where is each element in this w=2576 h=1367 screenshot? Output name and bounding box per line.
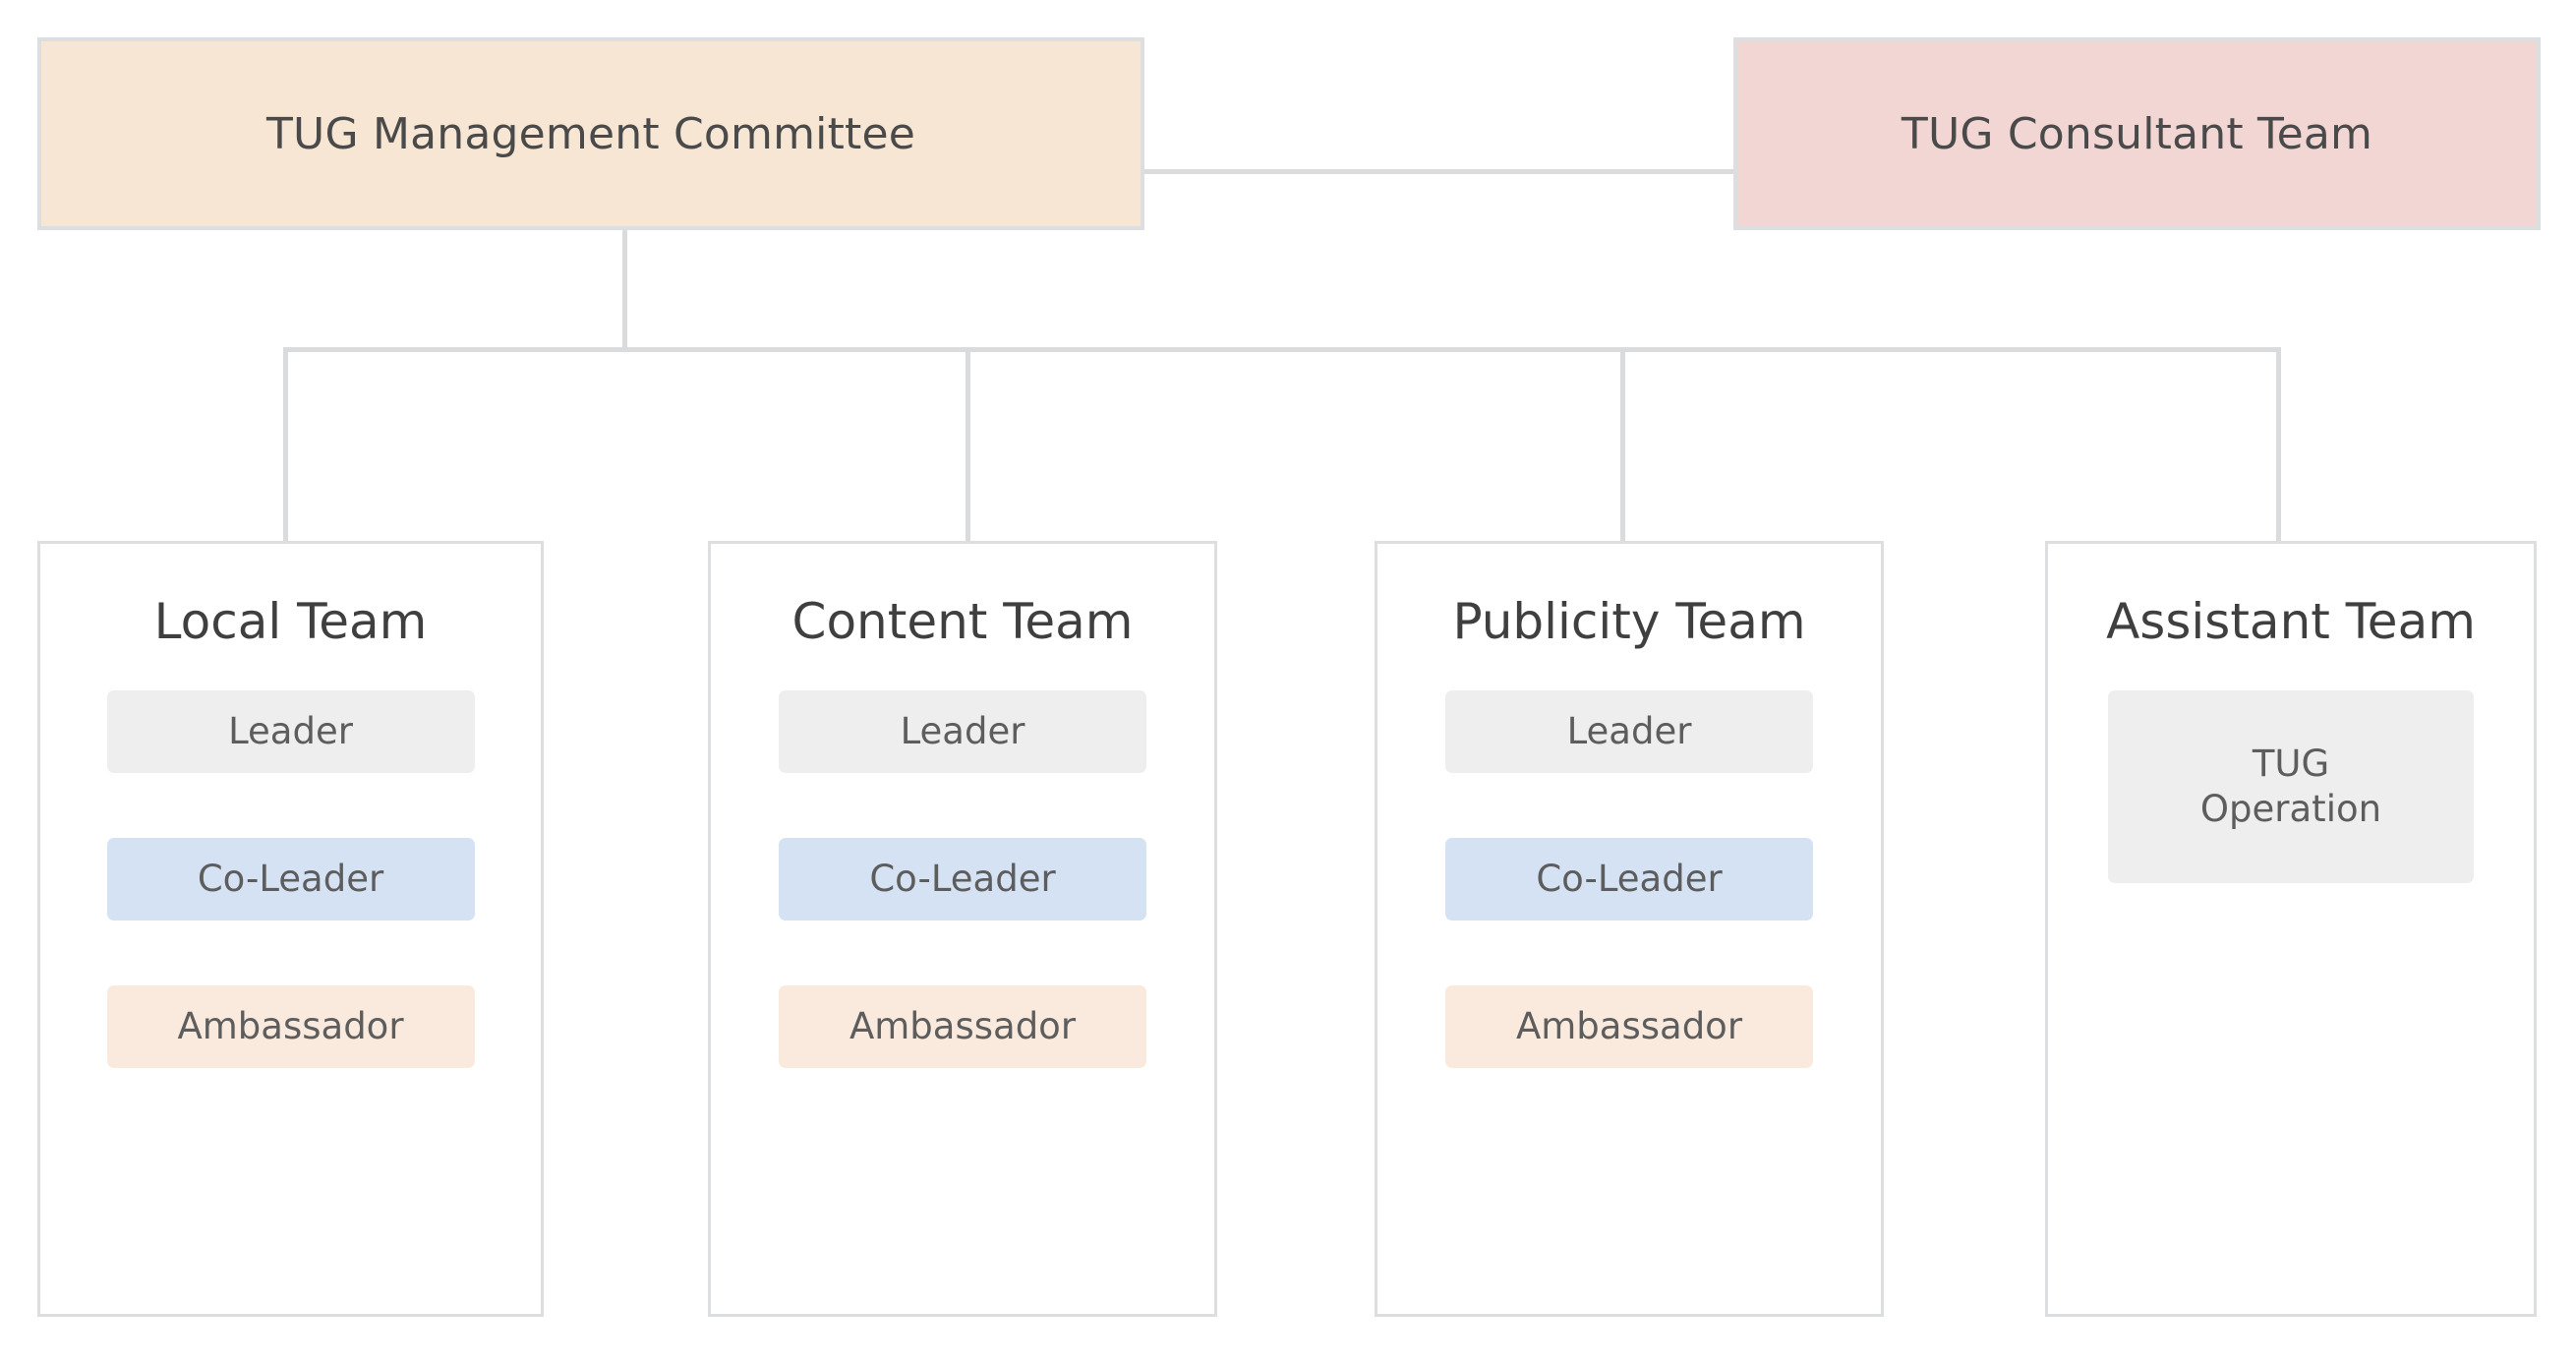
role-chip-leader[interactable]: Leader [1445,690,1813,773]
team-title-local: Local Team [153,593,428,650]
team-card-publicity[interactable]: Publicity Team Leader Co-Leader Ambassad… [1375,541,1884,1317]
connector-drop-local [283,347,288,543]
connector-management-to-consultant [1144,169,1734,174]
role-list-publicity: Leader Co-Leader Ambassador [1377,690,1881,1133]
role-chip-ambassador[interactable]: Ambassador [779,985,1146,1068]
node-label-consultant-team: TUG Consultant Team [1901,108,2373,159]
role-chip-leader[interactable]: Leader [106,690,475,773]
role-chip-ambassador[interactable]: Ambassador [106,985,475,1068]
node-label-management-committee: TUG Management Committee [265,108,916,159]
role-list-content: Leader Co-Leader Ambassador [711,690,1214,1133]
role-chip-ambassador[interactable]: Ambassador [1445,985,1813,1068]
team-card-local[interactable]: Local Team Leader Co-Leader Ambassador [37,541,544,1317]
role-chip-leader[interactable]: Leader [779,690,1146,773]
connector-drop-assistant [2276,347,2281,543]
role-chip-co-leader[interactable]: Co-Leader [1445,838,1813,921]
team-title-content: Content Team [791,593,1134,650]
team-card-content[interactable]: Content Team Leader Co-Leader Ambassador [708,541,1217,1317]
team-card-assistant[interactable]: Assistant Team TUG Operation [2045,541,2537,1317]
connector-drop-content [966,347,970,543]
role-list-local: Leader Co-Leader Ambassador [40,690,541,1133]
connector-bus [283,347,2281,352]
connector-drop-publicity [1620,347,1625,543]
connector-management-stem [622,230,627,351]
node-tug-consultant-team[interactable]: TUG Consultant Team [1733,37,2541,230]
team-title-assistant: Assistant Team [2106,593,2476,650]
role-chip-tug-operation[interactable]: TUG Operation [2108,690,2474,883]
role-chip-co-leader[interactable]: Co-Leader [779,838,1146,921]
role-chip-co-leader[interactable]: Co-Leader [106,838,475,921]
team-title-publicity: Publicity Team [1452,593,1806,650]
node-tug-management-committee[interactable]: TUG Management Committee [37,37,1144,230]
role-list-assistant: TUG Operation [2048,690,2534,883]
